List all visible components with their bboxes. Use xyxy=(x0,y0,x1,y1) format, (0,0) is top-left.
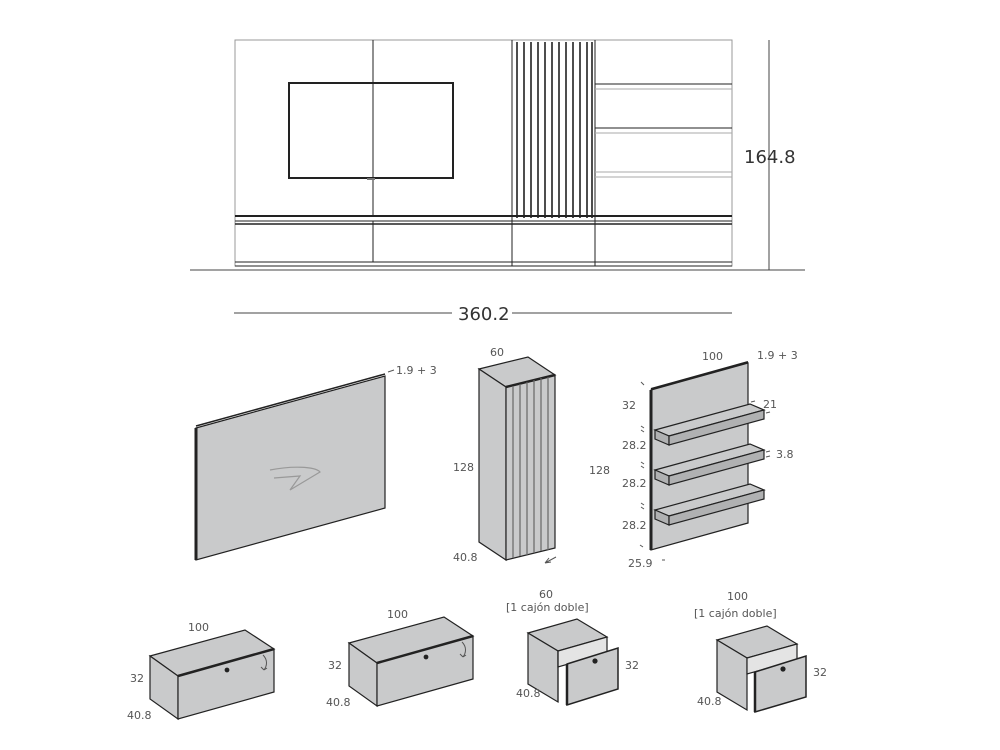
slatted-door xyxy=(516,42,593,218)
shelf-panel-height-label: 128 xyxy=(589,464,610,477)
shelf-thickness-label: 3.8 xyxy=(776,448,794,461)
flap-unit-1-depth-label: 40.8 xyxy=(127,709,152,722)
tall-cabinet-width-label: 60 xyxy=(490,346,504,359)
drawer-unit-100-width-label: 100 xyxy=(727,590,748,603)
flap-arrow-icon xyxy=(459,641,467,658)
elevation-shelves xyxy=(595,83,732,178)
tv-panel xyxy=(194,373,386,561)
shelf-panel-width-label: 100 xyxy=(702,350,723,363)
drawer-unit-60-note: [1 cajón doble] xyxy=(506,601,589,614)
shelf-panel-gap2-label: 28.2 xyxy=(622,477,647,490)
drawer-unit-100-height-label: 32 xyxy=(813,666,827,679)
shelf-panel-bottom-gap-label: 25.9 xyxy=(628,557,653,570)
drawer-unit-60-width-label: 60 xyxy=(539,588,553,601)
drawer-unit-100 xyxy=(715,625,807,714)
drawer-unit-100-depth-label: 40.8 xyxy=(697,695,722,708)
tall-cabinet-height-label: 128 xyxy=(453,461,474,474)
tv-screen xyxy=(288,82,454,179)
flap-unit-2-depth-label: 40.8 xyxy=(326,696,351,709)
height-label: 164.8 xyxy=(744,147,796,168)
shelf-panel-top-gap-label: 32 xyxy=(622,399,636,412)
drawer-unit-60 xyxy=(526,618,619,707)
rotation-icon xyxy=(269,466,321,491)
shelf-panel xyxy=(649,361,766,551)
flap-unit-2 xyxy=(347,616,475,708)
flap-unit-2-width-label: 100 xyxy=(387,608,408,621)
dimension-ticks xyxy=(639,381,771,561)
drawer-unit-60-height-label: 32 xyxy=(625,659,639,672)
width-label: 360.2 xyxy=(458,304,510,325)
flap-arrow-icon xyxy=(260,654,268,671)
tall-cabinet-depth-label: 40.8 xyxy=(453,551,478,564)
shelf-panel-gap1-label: 28.2 xyxy=(622,439,647,452)
flap-unit-1-height-label: 32 xyxy=(130,672,144,685)
front-elevation xyxy=(190,39,805,314)
elevation-outline xyxy=(234,39,733,267)
shelf-panel-thickness-label: 1.9 + 3 xyxy=(757,349,798,362)
drawer-unit-60-depth-label: 40.8 xyxy=(516,687,541,700)
drawer-unit-100-note: [1 cajón doble] xyxy=(694,607,777,620)
tv-panel-thickness-label: 1.9 + 3 xyxy=(396,364,437,377)
shelf-depth-label: 21 xyxy=(763,398,777,411)
opening-arrow-icon xyxy=(544,556,557,564)
flap-unit-2-height-label: 32 xyxy=(328,659,342,672)
flap-unit-1-width-label: 100 xyxy=(188,621,209,634)
tall-cabinet xyxy=(477,356,557,562)
flap-unit-1 xyxy=(148,629,276,721)
shelf-panel-gap3-label: 28.2 xyxy=(622,519,647,532)
